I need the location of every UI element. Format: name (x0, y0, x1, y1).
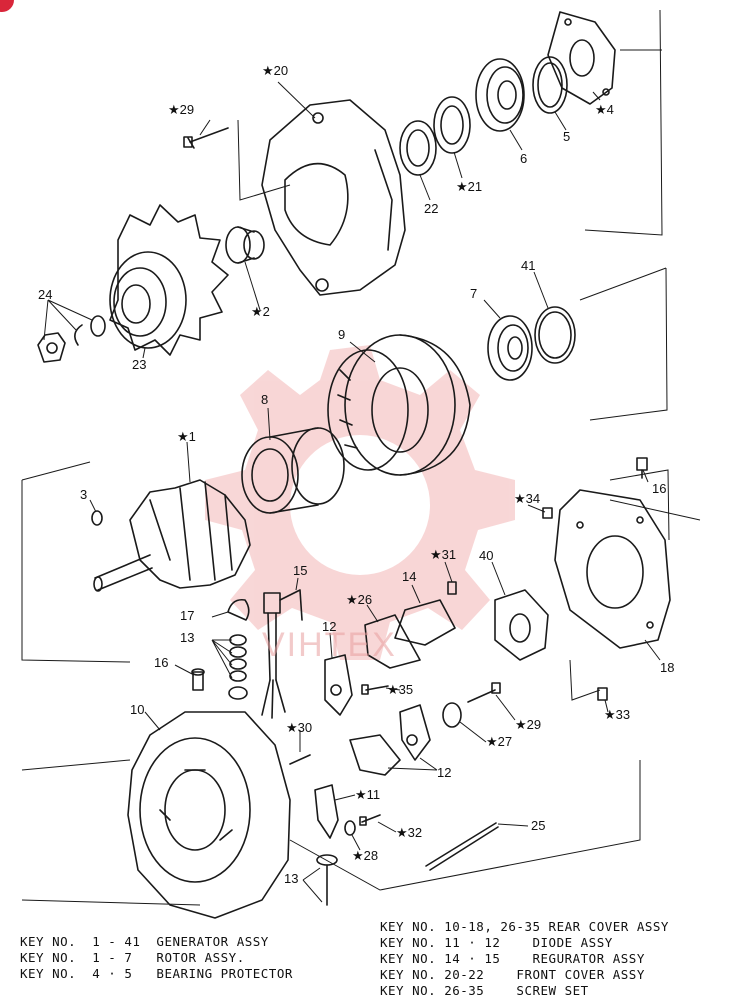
callout-33: ★33 (604, 707, 631, 722)
callout-25: 25 (531, 818, 546, 833)
callout-11: ★11 (355, 787, 381, 802)
part-41-ring (534, 306, 576, 364)
part-29-bolt (183, 127, 229, 149)
callout-32: ★32 (396, 825, 423, 840)
part-23-pulley-fan (109, 204, 229, 356)
callout-4: ★4 (595, 102, 614, 117)
part-34-screw (542, 507, 553, 519)
part-24-nut-washers (37, 315, 106, 363)
part-11-bracket (314, 784, 339, 839)
part-9-stator (327, 334, 471, 476)
key-line-generator-assy: KEY NO. 1 - 41 GENERATOR ASSY (20, 934, 269, 949)
key-line-bearing-protector: KEY NO. 4 · 5 BEARING PROTECTOR (20, 966, 293, 981)
part-22-ring (399, 120, 437, 176)
part-12-diode-lower (349, 704, 431, 776)
key-line-screw-set: KEY NO. 26-35 SCREW SET (380, 983, 589, 998)
part-30-screw (289, 754, 311, 765)
part-12-diode-upper (324, 654, 353, 716)
key-line-rotor-assy: KEY NO. 1 - 7 ROTOR ASSY. (20, 950, 245, 965)
part-20-front-cover (261, 99, 406, 296)
callout-27: ★27 (486, 734, 513, 749)
callout-2: ★2 (251, 304, 270, 319)
callout-16-right: 16 (652, 481, 667, 496)
part-15-regulator-lead (261, 589, 303, 719)
key-line-diode-assy: KEY NO. 11 · 12 DIODE ASSY (380, 935, 613, 950)
part-7-bearing (487, 315, 533, 381)
part-33-screw (597, 687, 608, 701)
watermark-gear-icon (205, 345, 515, 660)
callout-3: 3 (80, 487, 88, 502)
callout-18: 18 (660, 660, 675, 675)
assembly-guide-lines (21, 9, 701, 906)
part-35-screw (361, 684, 389, 695)
callout-21: ★21 (456, 179, 483, 194)
part-25-through-bolt (425, 822, 499, 871)
callout-26: ★26 (346, 592, 373, 607)
part-16-screw-right (636, 457, 648, 479)
part-14-regulator (364, 599, 456, 669)
part-29-bolt-lower (467, 682, 501, 703)
part-17-cap (227, 598, 250, 621)
part-3-key (91, 510, 103, 526)
key-line-regurator-assy: KEY NO. 14 · 15 REGURATOR ASSY (380, 951, 645, 966)
callout-23: 23 (132, 357, 147, 372)
key-line-front-cover-assy: KEY NO. 20-22 FRONT COVER ASSY (380, 967, 645, 982)
callout-14: 14 (402, 569, 417, 584)
callout-40: 40 (479, 548, 494, 563)
callout-24: 24 (38, 287, 53, 302)
part-27-grommet (442, 702, 462, 728)
watermark-text: VIHTEX (262, 626, 397, 664)
callout-29-lower: ★29 (515, 717, 542, 732)
callout-8: 8 (261, 392, 269, 407)
part-1-rotor (93, 479, 251, 592)
part-4-protector-plate (547, 11, 616, 105)
callout-10: 10 (130, 702, 145, 717)
part-13-nuts (228, 634, 248, 700)
callout-16-left: 16 (154, 655, 169, 670)
part-10-rear-cover (127, 711, 291, 919)
part-40-holder (494, 589, 549, 661)
callout-34: ★34 (514, 491, 541, 506)
callout-1: ★1 (177, 429, 196, 444)
callout-31: ★31 (430, 547, 457, 562)
callout-41: 41 (521, 258, 536, 273)
leader-lines (43, 81, 661, 903)
callout-22: 22 (424, 201, 439, 216)
part-32-screw (359, 814, 381, 826)
part-18-cover-plate (554, 489, 671, 649)
callout-12-lower: 12 (437, 765, 452, 780)
key-line-rear-cover-assy: KEY NO. 10-18, 26-35 REAR COVER ASSY (380, 919, 669, 934)
part-16-screw-left (191, 668, 205, 691)
callout-6: 6 (520, 151, 528, 166)
callout-30: ★30 (286, 720, 313, 735)
callout-15: 15 (293, 563, 308, 578)
callout-35: ★35 (387, 682, 414, 697)
callout-12-upper: 12 (322, 619, 337, 634)
callout-17: 17 (180, 608, 195, 623)
callout-13-upper: 13 (180, 630, 195, 645)
callout-7: 7 (470, 286, 478, 301)
callout-20: ★20 (262, 63, 289, 78)
part-6-bearing (475, 58, 525, 132)
part-2-collar (225, 226, 265, 264)
part-21-ring (433, 96, 471, 154)
part-28-washer (344, 820, 356, 836)
callout-29-top: ★29 (168, 102, 195, 117)
part-13-bolt-bottom (316, 854, 338, 906)
callout-5: 5 (563, 129, 571, 144)
callout-28: ★28 (352, 848, 379, 863)
callout-9: 9 (338, 327, 346, 342)
part-5-ring (532, 56, 568, 114)
callout-13-lower: 13 (284, 871, 299, 886)
